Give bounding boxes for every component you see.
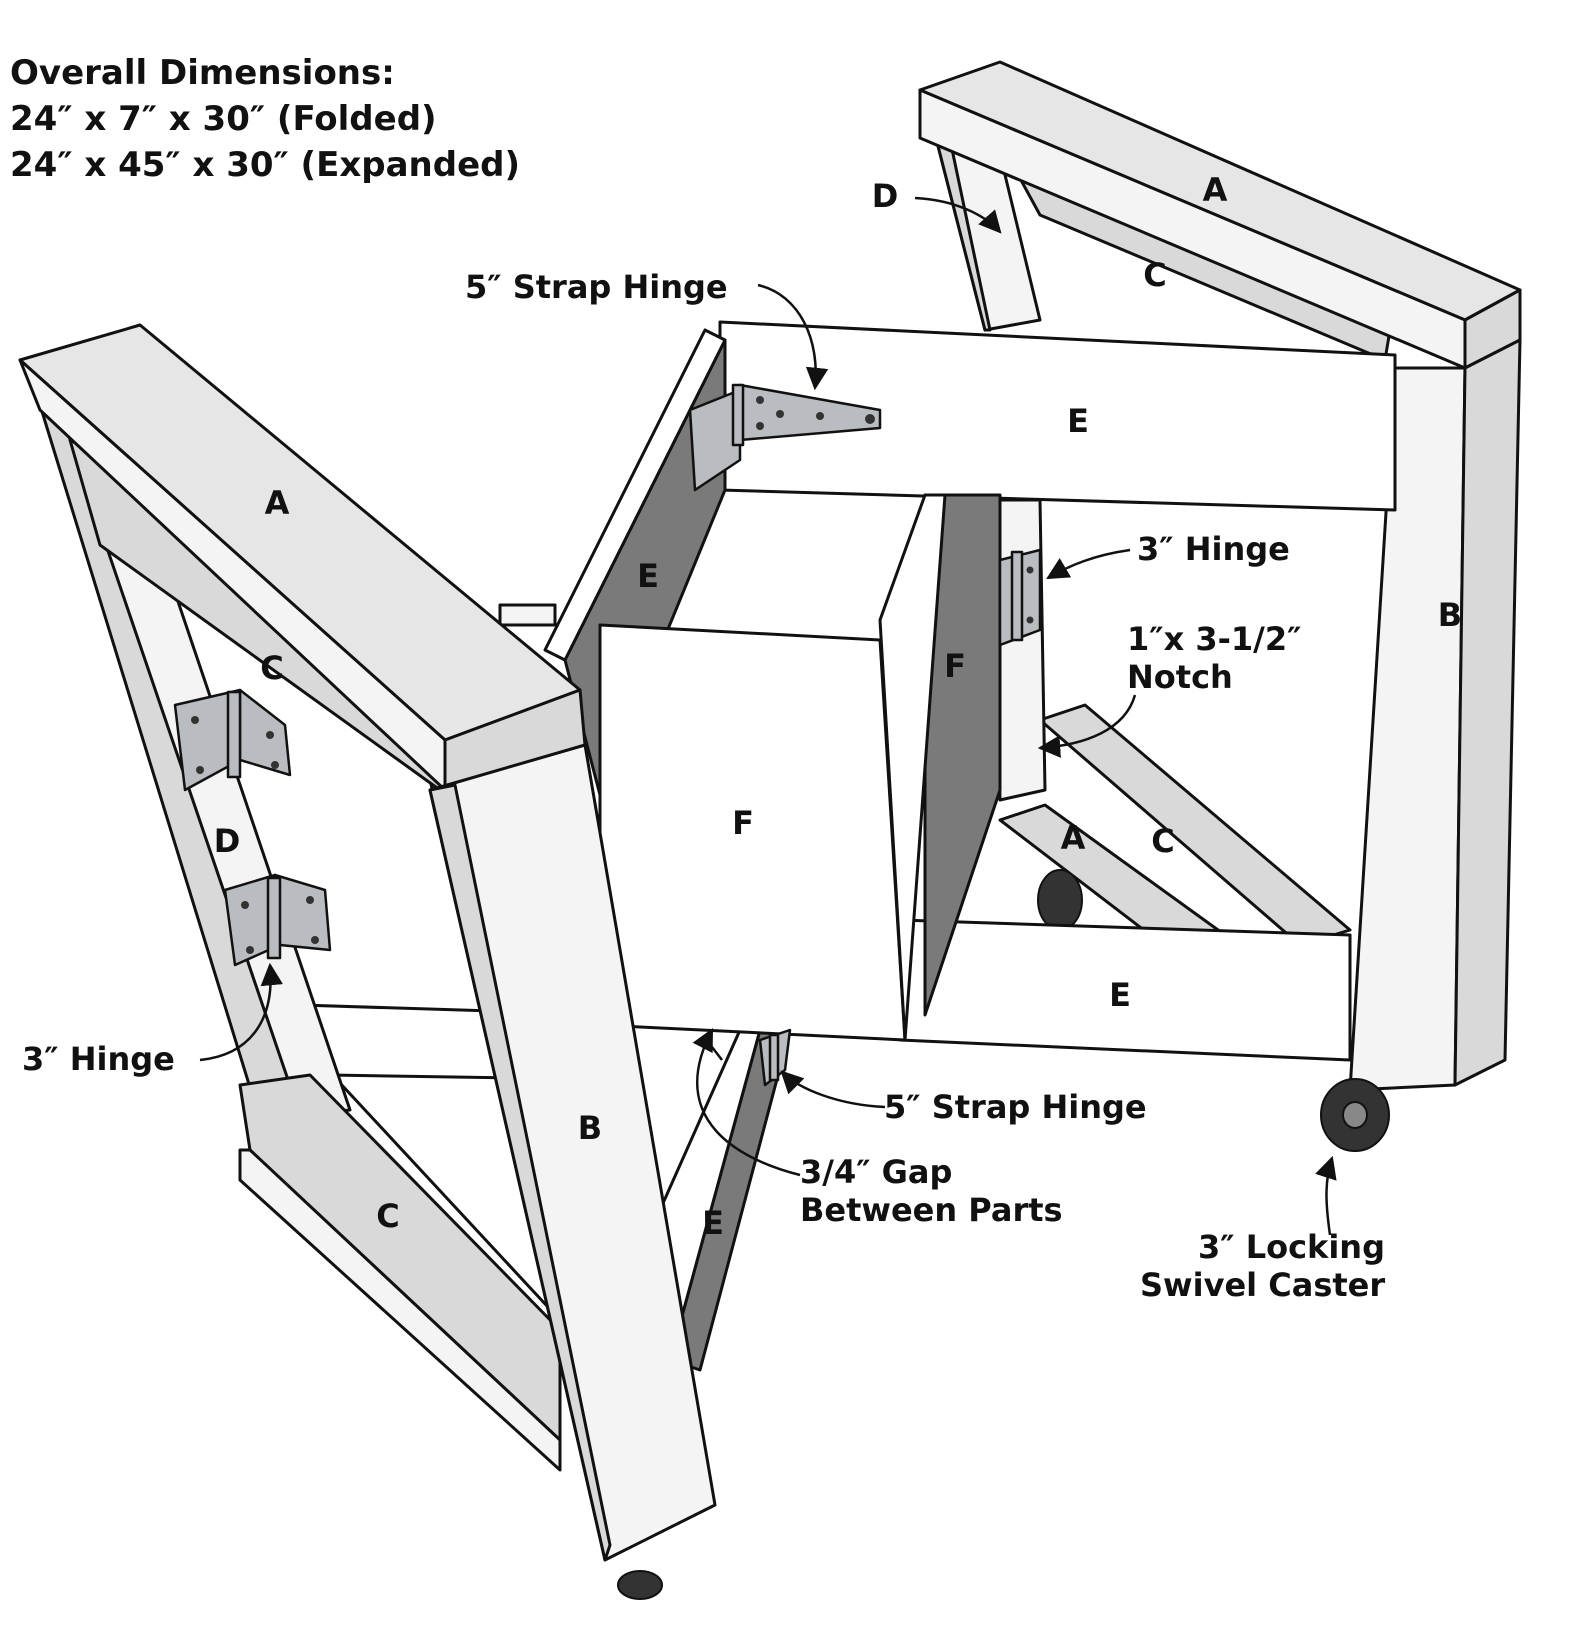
leader-strap-hinge-top [757, 283, 829, 391]
middle-top-rail [498, 603, 557, 627]
callout-caster-line1: 3″ Locking [1198, 1228, 1385, 1266]
label-e-lower: E [1109, 976, 1131, 1014]
leader-strap-hinge-bottom [780, 1070, 886, 1109]
front-caster-wheel [617, 1570, 663, 1600]
label-a-right-bottom: A [1061, 819, 1086, 857]
label-f-side: F [944, 647, 966, 685]
left-frame-bottom-rail-c [238, 1073, 562, 1442]
dimensions-folded: 24″ x 7″ x 30″ (Folded) [10, 99, 437, 139]
callout-notch-line1: 1″x 3-1/2″ [1127, 620, 1301, 658]
label-d-left: D [214, 822, 241, 860]
callout-hinge-right: 3″ Hinge [1137, 530, 1290, 568]
label-a-left: A [265, 484, 290, 522]
hinge-left-lower-icon [223, 873, 332, 967]
callout-caster-line2: Swivel Caster [1140, 1266, 1385, 1304]
panel-f-side [923, 493, 1002, 1017]
leader-hinge-left [199, 962, 284, 1062]
right-caster-hub [1342, 1101, 1368, 1129]
right-frame-notch-post [993, 498, 1047, 802]
leader-caster [1315, 1155, 1337, 1236]
right-frame-bottom-rail-c [1038, 703, 1352, 947]
stretcher-e-upper-left-edge [543, 328, 727, 662]
strap-hinge-top-icon [688, 383, 882, 492]
hinge-right-icon [998, 548, 1042, 647]
leader-notch [1037, 694, 1137, 758]
leader-d-right [914, 196, 1002, 234]
callout-notch-line2: Notch [1127, 658, 1233, 696]
label-d-right: D [872, 177, 899, 215]
callout-strap-hinge-top: 5″ Strap Hinge [465, 268, 728, 306]
left-frame-bottom-rail-c-front [238, 1148, 562, 1472]
callout-hinge-left: 3″ Hinge [22, 1040, 175, 1078]
gap-tick-mark [704, 1037, 723, 1061]
label-e-lower-left: E [702, 1204, 724, 1242]
right-frame-leg-b-side [1453, 338, 1522, 1087]
panel-f-side-edge [878, 493, 947, 1042]
label-f-front: F [732, 804, 754, 842]
dimensions-heading: Overall Dimensions: [10, 53, 395, 93]
hinges [173, 383, 1042, 1087]
left-frame-leg-b-inner [428, 783, 612, 1562]
overall-dimensions: Overall Dimensions: 24″ x 7″ x 30″ (Fold… [10, 50, 520, 188]
label-a-right-top: A [1203, 171, 1228, 209]
callout-gap-line2: Between Parts [800, 1191, 1063, 1229]
callout-leaders [199, 196, 1337, 1236]
right-frame [918, 60, 1522, 1152]
hinge-left-upper-icon [173, 688, 292, 792]
label-b-left: B [578, 1109, 602, 1147]
part-labels: A C D E B A C E F F E E A C D B C [214, 171, 1462, 1242]
callout-gap-line1: 3/4″ Gap [800, 1153, 952, 1191]
label-b-right: B [1438, 596, 1462, 634]
leader-gap [692, 1028, 801, 1177]
label-e-upper: E [1067, 402, 1089, 440]
label-c-left-bottom: C [376, 1197, 399, 1235]
label-c-right-bottom: C [1151, 822, 1174, 860]
leader-hinge-right [1046, 548, 1131, 580]
label-c-left-top: C [260, 649, 283, 687]
label-e-upper-left: E [637, 557, 659, 595]
dimensions-expanded: 24″ x 45″ x 30″ (Expanded) [10, 145, 521, 185]
stretchers [498, 320, 1397, 1372]
callout-strap-hinge-bottom: 5″ Strap Hinge [884, 1088, 1147, 1126]
back-caster-wheel [1037, 869, 1083, 931]
callout-labels: 5″ Strap Hinge 3″ Hinge 1″x 3-1/2″ Notch… [22, 268, 1385, 1304]
label-c-right-top: C [1143, 256, 1166, 294]
